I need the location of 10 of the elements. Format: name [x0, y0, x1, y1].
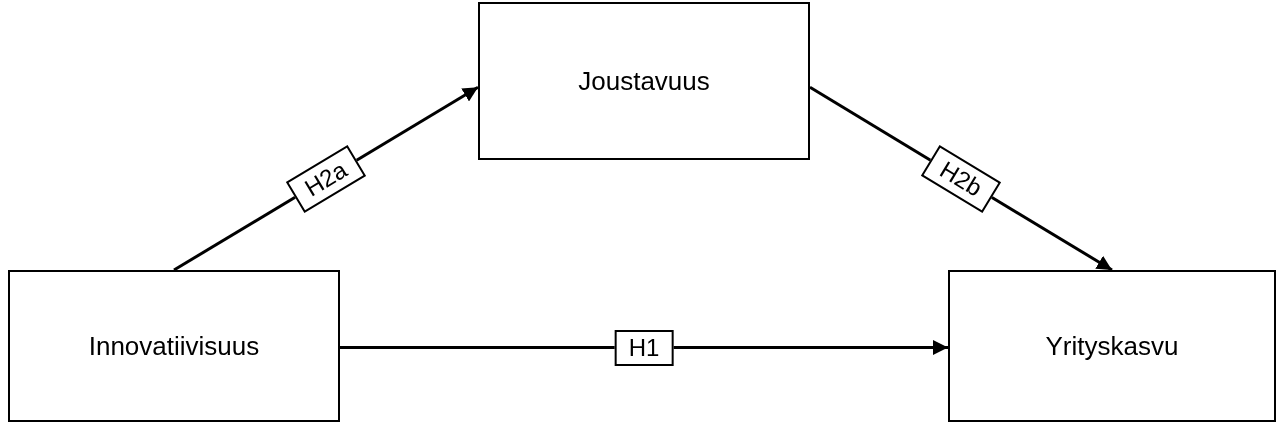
edge-label: H2b — [920, 144, 1002, 213]
concept-box — [948, 270, 1276, 422]
concept-box — [8, 270, 340, 422]
node-label: Joustavuus — [578, 64, 710, 98]
arrow — [340, 340, 948, 355]
node-label: Innovatiivisuus — [88, 329, 260, 363]
edge-label: H1 — [614, 329, 674, 366]
node-label: Yrityskasvu — [1045, 329, 1179, 363]
edge-label: H2a — [285, 144, 367, 213]
concept-box — [478, 2, 810, 160]
